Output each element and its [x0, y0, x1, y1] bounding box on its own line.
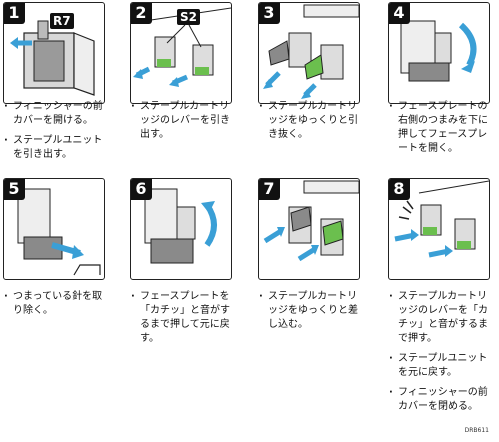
step-1-description: フィニッシャーの前カバーを開ける。 ステープルユニットを引き出す。: [3, 100, 111, 168]
cartridge-lever-drawing: [131, 7, 231, 87]
remove-jammed-staple-drawing: [17, 188, 101, 276]
step-5-item: つまっている針を取り除く。: [3, 290, 111, 318]
faceplate-close-drawing: [144, 188, 217, 264]
step-7-illustration: 7: [258, 178, 360, 280]
step-2-description: ステープルカートリッジのレバーを引き出す。: [130, 100, 238, 148]
step-4-item: フェースプレートの右側のつまみを下に押してフェースプレートを開く。: [388, 100, 496, 156]
step-7-number: 7: [259, 179, 280, 200]
step-5-illustration: 5: [3, 178, 105, 280]
step-7-item: ステープルカートリッジをゆっくりと差し込む。: [258, 290, 366, 332]
step-8-number: 8: [389, 179, 410, 200]
push-lever-drawing: [394, 180, 489, 258]
step-8-item: ステープルユニットを元に戻す。: [388, 352, 496, 380]
step-4-illustration: 4: [388, 2, 490, 104]
step-3-item: ステープルカートリッジをゆっくりと引き抜く。: [258, 100, 366, 142]
step-2-number: 2: [131, 3, 152, 24]
cartridge-insert-drawing: [263, 180, 359, 262]
step-8-item: ステープルカートリッジのレバーを「カチッ」と音がするまで押す。: [388, 290, 496, 346]
step-2-item: ステープルカートリッジのレバーを引き出す。: [130, 100, 238, 142]
step-1-number: 1: [4, 3, 25, 24]
step-1-illustration: 1 R7: [3, 2, 105, 104]
step-3-illustration: 3: [258, 2, 360, 104]
step-5-number: 5: [4, 179, 25, 200]
step-8-description: ステープルカートリッジのレバーを「カチッ」と音がするまで押す。 ステープルユニッ…: [388, 290, 496, 420]
step-3-description: ステープルカートリッジをゆっくりと引き抜く。: [258, 100, 366, 148]
step-8-illustration: 8: [388, 178, 490, 280]
step-1-item: ステープルユニットを引き出す。: [3, 134, 111, 162]
step-6-description: フェースプレートを「カチッ」と音がするまで押して元に戻す。: [130, 290, 238, 352]
finisher-open-cover-drawing: [10, 20, 95, 96]
step-5-description: つまっている針を取り除く。: [3, 290, 111, 324]
step-6-number: 6: [131, 179, 152, 200]
step-2-illustration: 2 S2: [130, 2, 232, 104]
step-1-tag: R7: [50, 13, 74, 29]
faceplate-open-drawing: [400, 20, 477, 82]
step-7-description: ステープルカートリッジをゆっくりと差し込む。: [258, 290, 366, 338]
step-6-item: フェースプレートを「カチッ」と音がするまで押して元に戻す。: [130, 290, 238, 346]
step-4-number: 4: [389, 3, 410, 24]
step-3-number: 3: [259, 3, 280, 24]
cartridge-pull-out-drawing: [263, 4, 359, 99]
step-2-tag: S2: [177, 9, 200, 25]
step-4-description: フェースプレートの右側のつまみを下に押してフェースプレートを開く。: [388, 100, 496, 162]
step-1-item: フィニッシャーの前カバーを開ける。: [3, 100, 111, 128]
figure-code: DRB611: [464, 427, 489, 434]
step-6-illustration: 6: [130, 178, 232, 280]
step-8-item: フィニッシャーの前カバーを閉める。: [388, 386, 496, 414]
